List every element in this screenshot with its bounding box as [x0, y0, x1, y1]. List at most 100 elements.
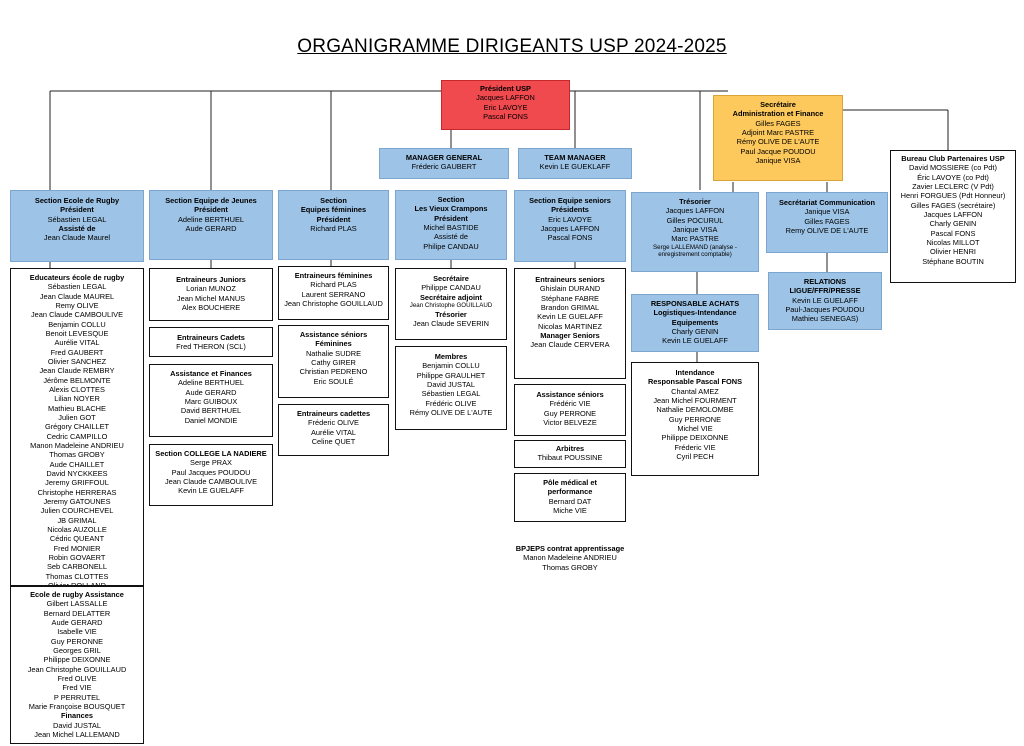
section-vieux-crampons-line: Michel BASTIDE: [423, 222, 479, 232]
bureau-partenaires-line: Gilles FAGES (secrétaire): [910, 200, 996, 210]
bureau-partenaires-line: Olivier HENRI: [930, 247, 976, 257]
assistance-finances-line: David BERTHUEL: [180, 406, 242, 416]
secretariat-communication-line: Secrétariat Communication: [778, 198, 876, 207]
section-jeunes-line: Adeline BERTHUEL: [178, 214, 244, 224]
section-seniors-line: Jacques LAFFON: [540, 223, 600, 233]
section-jeunes-line: Section Equipe de Jeunes: [165, 196, 257, 205]
assistance-seniors-line: Victor BELVEZE: [543, 417, 597, 427]
ecole-assistance-line: P PERRUTEL: [53, 692, 101, 702]
tresorier-line: Janique VISA: [672, 224, 718, 234]
assistance-seniors-feminines-line: Assistance séniors: [299, 330, 368, 339]
educateurs-ecole-line: Seb CARBONELL: [47, 562, 107, 572]
educateurs-ecole-line: Julien COURCHEVEL: [40, 506, 114, 516]
assistance-finances-line: Aude GERARD: [185, 387, 237, 397]
secretaire-vieux-line: Trésorier: [435, 309, 467, 319]
section-vieux-crampons-line: Philipe CANDAU: [423, 241, 479, 251]
assistance-seniors-line: Guy PERRONE: [543, 408, 597, 418]
entraineurs-cadets-line: Fred THERON (SCL): [176, 342, 246, 352]
educateurs-ecole-line: Cédric QUEANT: [49, 534, 105, 544]
bureau-partenaires-line: Jacques LAFFON: [923, 209, 983, 219]
secretariat-communication-line: Remy OLIVE DE L'AUTE: [785, 225, 869, 235]
arbitres-line: Arbitres: [555, 444, 585, 453]
assistance-seniors-feminines-line: Féminines: [315, 339, 352, 349]
secretaire-vieux-line: Jean Claude SEVERIN: [413, 319, 489, 329]
educateurs-ecole-line: Jean Claude MAUREL: [39, 291, 115, 301]
responsable-achats-line: Logistiques-Intendance: [653, 308, 737, 318]
section-vieux-crampons-line: Section: [437, 195, 465, 204]
bpjeps-line: Manon Madeleine ANDRIEU: [523, 553, 617, 563]
bureau-partenaires-line: Charly GENIN: [929, 219, 977, 229]
educateurs-ecole-line: Grégory CHAILLET: [44, 422, 110, 432]
relations-line: RELATIONS: [803, 277, 847, 286]
section-feminines-line: Section: [320, 196, 347, 205]
relations-line: Mathieu SENEGAS): [791, 314, 859, 324]
section-college-line: Paul Jacques POUDOU: [171, 467, 251, 477]
educateurs-ecole-line: Cedric CAMPILLO: [46, 431, 108, 441]
entraineurs-feminines-line: Jean Christophe GOUILLAUD: [284, 298, 383, 308]
section-feminines-line: Richard PLAS: [310, 223, 357, 233]
section-ecole-line: Section Ecole de Rugby: [34, 196, 120, 205]
section-feminines-line: Président: [316, 214, 351, 224]
bureau-partenaires-line: Éric LAVOYE (co Pdt): [917, 172, 989, 182]
entraineurs-cadettes-line: Celine QUET: [311, 436, 356, 446]
educateurs-ecole-line: Fred MONIER: [53, 543, 101, 553]
ecole-assistance-line: Jean Christophe GOUILLAUD: [27, 664, 127, 674]
section-college-line: Section COLLEGE LA NADIERE: [155, 449, 267, 458]
section-seniors-line: Eric LAVOYE: [548, 214, 592, 224]
assistance-finances-line: Assistance et Finances: [170, 369, 252, 378]
educateurs-ecole-line: Alexis CLOTTES: [49, 384, 105, 394]
educateurs-ecole-line: David NYCKKEES: [46, 468, 108, 478]
ecole-assistance-line: Philippe DEIXONNE: [43, 655, 111, 665]
entraineurs-seniors-line: Nicolas MARTINEZ: [538, 321, 602, 331]
pole-medical-line: Miche VIE: [553, 505, 587, 515]
educateurs-ecole-line: Nicolas AUZOLLE: [47, 524, 107, 534]
membres-vieux-line: Philippe GRAULHET: [416, 370, 486, 380]
assistance-seniors-line: Frédéric VIE: [549, 399, 591, 409]
educateurs-ecole-line: Sébastien LEGAL: [47, 282, 107, 292]
secretaire-vieux-line: Secrétaire: [433, 274, 469, 283]
section-college-line: Jean Claude CAMBOULIVE: [164, 476, 257, 486]
secretaire-line: Paul Jacque POUDOU: [740, 146, 816, 156]
entraineurs-seniors-line: Jean Claude CERVERA: [530, 340, 610, 350]
tresorier-line: Marc PASTRE: [671, 234, 719, 244]
bureau-partenaires-line: Bureau Club Partenaires USP: [901, 154, 1005, 163]
section-feminines-line: Equipes féminines: [300, 205, 367, 215]
entraineurs-cadettes-line: Fréderic OLIVE: [308, 418, 359, 428]
secretaire-vieux-line: Jean Christophe GOUILLAUD: [409, 301, 493, 309]
educateurs-ecole-line: Educateurs école de rugby: [29, 273, 125, 282]
entraineurs-seniors-line: Stéphane FABRE: [541, 293, 599, 303]
intendance-line: Cyril PECH: [676, 451, 714, 461]
manager-line: MANAGER GENERAL: [405, 153, 483, 162]
membres-vieux-line: Benjamin COLLU: [422, 361, 480, 371]
educateurs-ecole-line: JB GRIMAL: [57, 515, 97, 525]
assistance-seniors-feminines-line: Cathy GIRER: [311, 357, 356, 367]
ecole-assistance-line: Marie Françoise BOUSQUET: [28, 701, 126, 711]
tresorier-line: Serge LALLEMAND (analyse -: [653, 243, 737, 251]
team-manager-line: TEAM MANAGER: [544, 153, 606, 162]
ecole-assistance-line: Georges GRIL: [53, 645, 101, 655]
relations-line: Paul-Jacques POUDOU: [785, 304, 865, 314]
educateurs-ecole-line: Olivier ROLLAND: [48, 580, 106, 586]
educateurs-ecole-line: Benoit LEVESQUE: [45, 328, 109, 338]
secretariat-communication-line: Gilles FAGES: [804, 216, 850, 226]
tresorier-line: Trésorier: [679, 197, 711, 206]
entraineurs-cadettes-line: Aurélie VITAL: [310, 427, 357, 437]
intendance-line: Philippe DEIXONNE: [661, 433, 729, 443]
ecole-assistance-line: Bernard DELATTER: [43, 608, 111, 618]
